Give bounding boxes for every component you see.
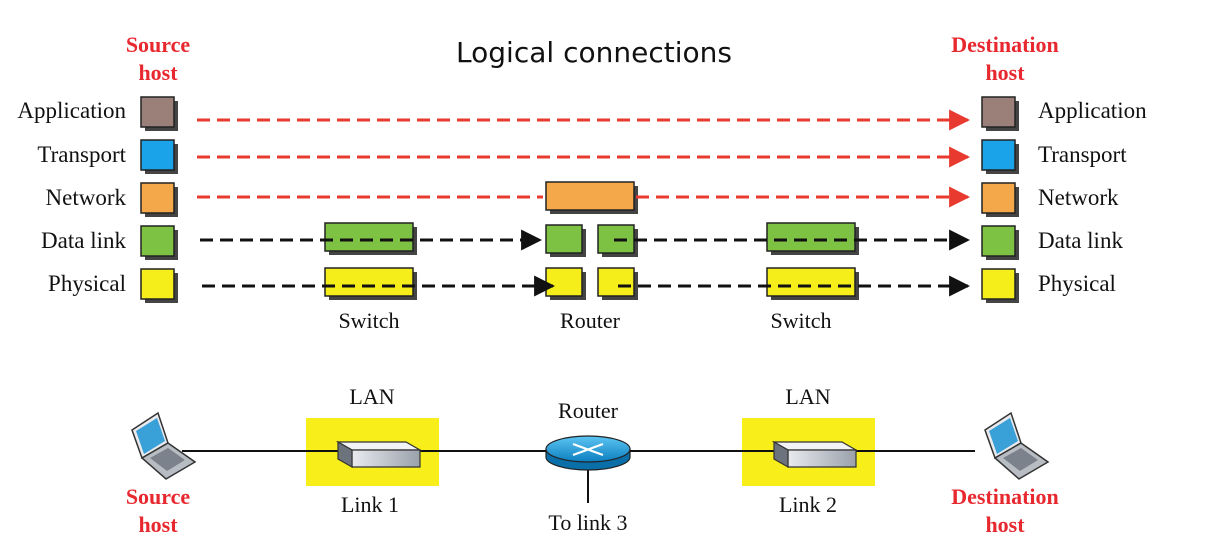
destination-host-bottom-line2: host <box>985 512 1025 537</box>
router-topology-label: Router <box>558 398 619 423</box>
left-switch-label: Switch <box>338 308 399 333</box>
diagram-title: Logical connections <box>456 36 732 69</box>
right-switch-label: Switch <box>770 308 831 333</box>
left-layer-label-application: Application <box>17 98 126 123</box>
source-protocol-stack <box>140 96 178 303</box>
source-host-label-line2: host <box>138 60 178 85</box>
destination-protocol-stack <box>981 96 1019 303</box>
left-switch-device-icon <box>335 440 423 469</box>
logical-connection-arrows <box>197 109 971 208</box>
left-layer-label-network: Network <box>46 185 127 210</box>
source-host-bottom-line1: Source <box>126 484 191 509</box>
right-switch-stack <box>766 222 859 300</box>
source-laptop-icon <box>131 411 197 480</box>
link1-label: Link 1 <box>341 492 399 517</box>
right-switch-device-icon <box>771 440 859 469</box>
router-stack <box>545 181 638 300</box>
destination-host-label-line2: host <box>985 60 1025 85</box>
right-layer-label-application: Application <box>1038 98 1147 123</box>
left-switch-stack <box>324 222 417 300</box>
hop-arrows <box>200 229 971 297</box>
router-label: Router <box>560 308 621 333</box>
link3-label: To link 3 <box>548 510 627 535</box>
left-layer-label-transport: Transport <box>37 142 126 167</box>
left-layer-label-physical: Physical <box>48 271 126 296</box>
router-device-icon <box>545 435 631 471</box>
destination-host-bottom-line1: Destination <box>951 484 1059 509</box>
source-host-label-line1: Source <box>126 32 191 57</box>
right-layer-label-network: Network <box>1038 185 1119 210</box>
left-layer-label-data-link: Data link <box>41 228 126 253</box>
destination-laptop-icon <box>984 411 1050 480</box>
lan-left-label: LAN <box>349 384 394 409</box>
destination-host-label-line1: Destination <box>951 32 1059 57</box>
link2-label: Link 2 <box>779 492 837 517</box>
source-host-bottom-line2: host <box>138 512 178 537</box>
right-layer-label-physical: Physical <box>1038 271 1116 296</box>
right-layer-label-data-link: Data link <box>1038 228 1123 253</box>
right-layer-label-transport: Transport <box>1038 142 1127 167</box>
lan-right-label: LAN <box>785 384 830 409</box>
